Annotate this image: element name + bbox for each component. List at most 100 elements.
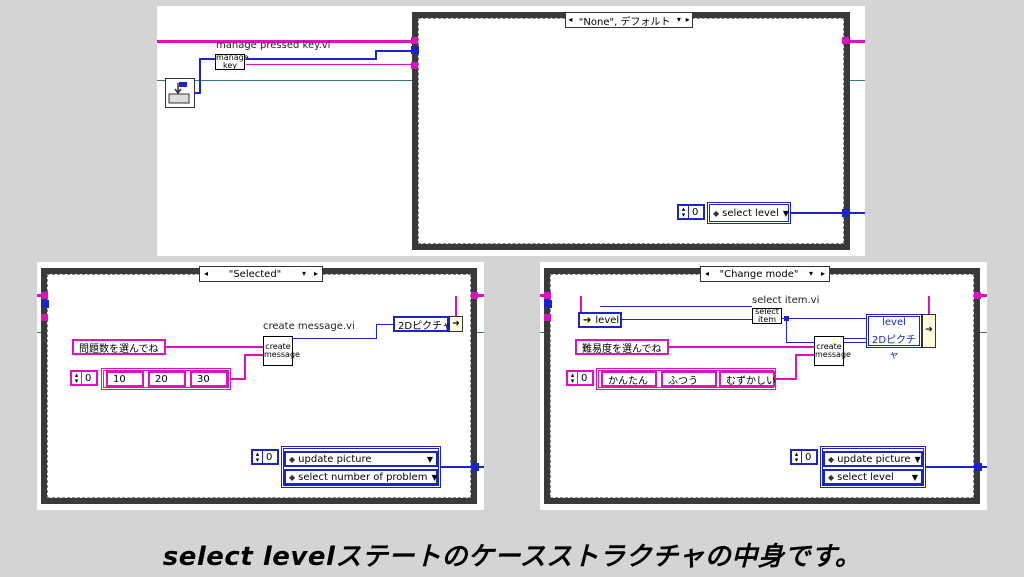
dropdown-arrow-icon[interactable]: ▼	[911, 472, 918, 482]
picture-bundle-label: 2Dピクチャ	[393, 316, 452, 332]
pink-wire	[165, 346, 263, 348]
enum-stack: ◆ update picture ▼ ◆ select number of pr…	[281, 446, 441, 488]
dropdown-arrow-icon[interactable]: ▼	[431, 472, 438, 482]
caption: select levelステートのケースストラクチャの中身です。	[162, 542, 862, 572]
tunnel-terminal	[842, 209, 850, 217]
pink-wire	[231, 378, 245, 380]
dropdown-arrow-icon[interactable]: ▾	[808, 269, 813, 278]
subvi-icon-text: item	[757, 315, 777, 324]
array-element[interactable]: 20	[148, 371, 186, 387]
manage-key-subvi[interactable]: manage key	[215, 54, 249, 70]
create-message-subvi[interactable]: create message	[263, 336, 300, 366]
create-message-subvi[interactable]: create message	[814, 336, 851, 366]
subvi-icon-text: key	[222, 61, 237, 70]
subvi-icon-text: create	[265, 342, 291, 351]
blue-wire	[622, 319, 752, 320]
message-string-constant[interactable]: 問題数を選んでね	[72, 339, 166, 355]
dropdown-arrow-icon[interactable]: ▾	[676, 15, 681, 24]
array-element[interactable]: 10	[106, 371, 144, 387]
array-constant: かんたん ふつう むずかしい	[596, 368, 776, 390]
dropdown-arrow-icon[interactable]: ▼	[782, 208, 789, 218]
level-constant[interactable]: ➔ level	[578, 312, 622, 328]
bundle-arrow-icon: ➔	[452, 319, 460, 329]
enum-value: update picture	[298, 453, 372, 465]
tunnel-terminal	[41, 314, 48, 321]
array-element[interactable]: むずかしい	[719, 371, 776, 387]
spin-icon: ▴▾	[253, 451, 263, 464]
spin-icon: ▴▾	[792, 451, 802, 464]
pink-wire	[455, 296, 457, 316]
case-selector[interactable]: ◂ "Change mode" ▾ ▸	[700, 266, 830, 282]
enum-dot-icon: ◆	[289, 454, 296, 464]
event-structure-icon[interactable]	[165, 78, 195, 108]
case-selector[interactable]: ◂ "None", デフォルト ▾ ▸	[565, 12, 693, 28]
prev-case-arrow-icon[interactable]: ◂	[203, 269, 208, 278]
blue-wire	[199, 58, 201, 94]
numeric-constant[interactable]: ▴▾ 0	[790, 449, 818, 465]
numeric-value: 0	[581, 372, 588, 384]
enum-constant-select[interactable]: ◆ select level ▼	[823, 469, 923, 485]
prev-case-arrow-icon[interactable]: ◂	[568, 15, 573, 24]
blue-wire	[246, 58, 376, 60]
blue-wire	[926, 466, 974, 468]
blue-wire	[194, 92, 200, 94]
spin-icon: ▴▾	[568, 372, 578, 385]
junction-dot	[784, 316, 789, 321]
next-case-arrow-icon[interactable]: ▸	[313, 269, 318, 278]
dropdown-arrow-icon[interactable]: ▾	[301, 269, 306, 278]
case-selector[interactable]: ◂ "Selected" ▾ ▸	[199, 266, 323, 282]
numeric-value: 0	[805, 451, 812, 463]
blue-wire-out	[477, 466, 484, 468]
array-element[interactable]: ふつう	[661, 371, 717, 387]
blue-wire	[786, 318, 787, 342]
selected-diagram-panel: ◂ "Selected" ▾ ▸ 問題数を選んでね ▴▾ 0 10 20 30 …	[37, 262, 484, 510]
enum-constant-update[interactable]: ◆ update picture ▼	[284, 451, 438, 467]
select-item-subvi[interactable]: select item	[752, 308, 782, 324]
pink-wire	[928, 296, 930, 314]
pink-wire	[244, 354, 263, 356]
enum-value: select level	[722, 207, 779, 219]
pink-wire	[157, 40, 412, 43]
enum-constant[interactable]: ◆ select level ▼	[710, 205, 789, 221]
next-case-arrow-icon[interactable]: ▸	[820, 269, 825, 278]
bundle-label-picture: 2Dピクチャ	[871, 335, 917, 361]
enum-constant-update[interactable]: ◆ update picture ▼	[823, 451, 923, 467]
subvi-label: manage pressed key.vi	[216, 40, 331, 51]
bundle-node[interactable]: ➔	[922, 314, 936, 348]
dropdown-arrow-icon[interactable]: ▼	[426, 454, 433, 464]
blue-wire	[782, 318, 866, 319]
pink-wire	[246, 64, 412, 65]
enum-dot-icon: ◆	[713, 208, 720, 218]
blue-wire	[791, 212, 843, 214]
blue-wire-out	[980, 466, 987, 468]
enum-value: select level	[837, 471, 894, 483]
tunnel-terminal	[544, 314, 551, 321]
blue-wire	[375, 50, 377, 60]
next-case-arrow-icon[interactable]: ▸	[685, 15, 690, 24]
bundle-arrow-icon: ➔	[583, 314, 592, 326]
blue-wire	[376, 324, 377, 339]
subvi-label: create message.vi	[263, 321, 355, 332]
array-element[interactable]: 30	[190, 371, 228, 387]
prev-case-arrow-icon[interactable]: ◂	[704, 269, 709, 278]
level-label: level	[595, 314, 620, 326]
numeric-value: 0	[692, 206, 699, 218]
blue-wire	[293, 338, 377, 339]
numeric-constant[interactable]: ▴▾ 0	[677, 204, 705, 220]
tunnel-terminal	[471, 463, 479, 471]
blue-wire	[844, 338, 866, 339]
numeric-constant[interactable]: ▴▾ 0	[70, 370, 98, 386]
numeric-constant[interactable]: ▴▾ 0	[566, 370, 594, 386]
bundle-cluster: level 2Dピクチャ	[866, 314, 922, 361]
enum-constant-select[interactable]: ◆ select number of problem ▼	[284, 469, 438, 485]
array-element[interactable]: かんたん	[601, 371, 657, 387]
message-string-constant[interactable]: 難易度を選んでね	[575, 339, 669, 355]
subvi-icon-text: create	[816, 342, 842, 351]
enum-dot-icon: ◆	[828, 454, 835, 464]
dropdown-arrow-icon[interactable]: ▼	[914, 454, 921, 464]
top-diagram-panel: manage pressed key.vi manage key ◂ "None…	[157, 6, 865, 256]
bundle-node[interactable]: ➔	[449, 316, 463, 332]
blue-wire	[375, 50, 412, 52]
numeric-constant[interactable]: ▴▾ 0	[251, 449, 279, 465]
tunnel-terminal	[411, 62, 418, 69]
